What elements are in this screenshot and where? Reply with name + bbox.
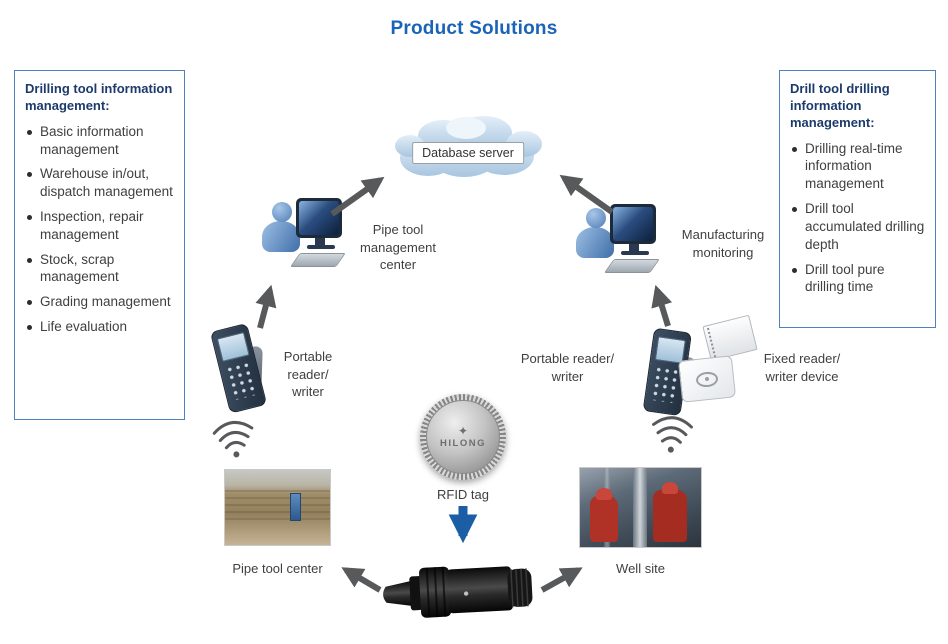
wifi-signal-icon <box>212 421 254 458</box>
monitor-stand <box>629 244 639 252</box>
monitor-base <box>621 251 649 255</box>
monitor-base <box>307 245 335 249</box>
right-info-box: Drill tool drilling information manageme… <box>779 70 936 328</box>
database-server-node: Database server <box>386 106 550 192</box>
list-item: Grading management <box>25 293 176 311</box>
reader-keypad <box>649 363 681 404</box>
rfid-face: ✦ HILONG <box>426 400 500 474</box>
person-icon <box>262 221 300 252</box>
left-info-box-heading: Drilling tool information management: <box>25 81 173 113</box>
gate-structure <box>290 492 302 521</box>
right-info-box-list: Drilling real-time information managemen… <box>790 140 927 297</box>
pipe-tool-management-center-label: Pipe tool management center <box>360 222 436 273</box>
list-item: Life evaluation <box>25 318 176 336</box>
pipe-tool-center-photo <box>224 469 331 546</box>
reader-pad-icon <box>677 355 737 403</box>
monitor-icon <box>296 198 342 238</box>
arrow-reader-to-monitoring <box>651 284 673 327</box>
drill-tool-icon <box>378 550 538 632</box>
person-icon <box>576 227 614 258</box>
keyboard-icon <box>290 253 346 267</box>
list-item: Drill tool accumulated drilling depth <box>790 200 927 253</box>
wifi-signal-icon <box>652 416 693 453</box>
list-item: Drill tool pure drilling time <box>790 261 927 297</box>
pipe-tool-center-label: Pipe tool center <box>232 561 323 576</box>
fixed-reader-label: Fixed reader/ writer device <box>763 351 841 384</box>
notebook-icon <box>702 314 758 362</box>
rfid-tag-icon: ✦ HILONG <box>420 394 506 480</box>
drill-pipe <box>633 468 648 547</box>
rfid-brand-text: HILONG <box>440 438 486 449</box>
well-site-photo <box>579 467 702 548</box>
person-head-icon <box>586 208 606 228</box>
list-item: Basic information management <box>25 123 176 159</box>
right-info-box-heading: Drill tool drilling information manageme… <box>790 81 890 130</box>
pipe-rows <box>225 489 330 524</box>
fixed-reader-icon <box>677 314 758 408</box>
antenna-icon <box>695 370 719 388</box>
brand-logo-icon: ✦ <box>457 424 469 438</box>
keyboard-icon <box>604 259 660 273</box>
rfid-tag-label: RFID tag <box>436 487 489 502</box>
monitor-stand <box>315 238 325 246</box>
left-info-box: Drilling tool information management: Ba… <box>14 70 185 420</box>
arrow-drill-to-well-site <box>540 567 583 593</box>
worker-figure <box>590 496 618 542</box>
manufacturing-monitoring-workstation-icon <box>576 202 662 280</box>
arrow-drill-to-pipe-tool-center <box>341 567 382 593</box>
list-item: Warehouse in/out, dispatch management <box>25 165 176 201</box>
well-site-label: Well site <box>616 561 665 576</box>
person-head-icon <box>272 202 292 222</box>
list-item: Stock, scrap management <box>25 251 176 287</box>
page-title: Product Solutions <box>390 18 558 39</box>
list-item: Drilling real-time information managemen… <box>790 140 927 193</box>
manufacturing-monitoring-label: Manufacturing monitoring <box>681 227 765 260</box>
database-server-label: Database server <box>412 142 524 164</box>
monitor-icon <box>610 204 656 244</box>
portable-reader-right-label: Portable reader/ writer <box>520 351 615 384</box>
worker-figure <box>653 490 687 542</box>
list-item: Inspection, repair management <box>25 208 176 244</box>
portable-reader-left-label: Portable reader/ writer <box>283 349 333 400</box>
arrow-reader-to-pipe-center <box>255 284 277 329</box>
pipe-tool-management-workstation-icon <box>262 196 348 274</box>
